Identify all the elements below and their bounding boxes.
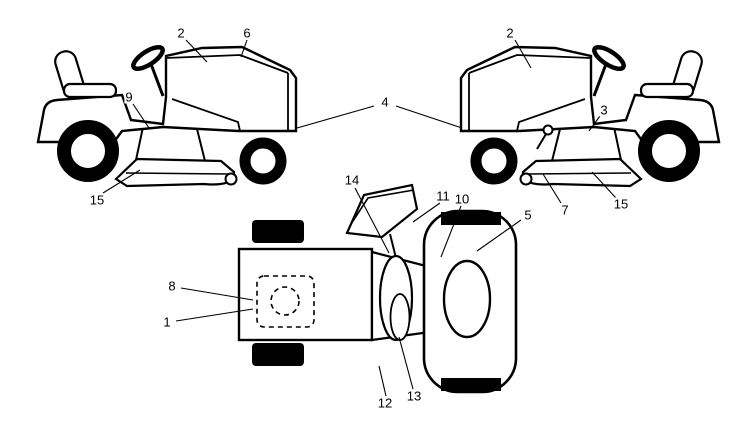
fuel-cap-detail — [542, 124, 554, 136]
callout-top-8: 8 — [167, 278, 177, 294]
callout-left-9: 9 — [124, 89, 134, 105]
front-wheel-bottom — [441, 378, 501, 391]
leader-top-10 — [440, 205, 462, 258]
callout-right-3: 3 — [599, 102, 609, 118]
callout-top-13: 13 — [405, 388, 423, 404]
callout-top-1: 1 — [162, 314, 172, 330]
callout-right-15: 15 — [612, 196, 630, 212]
callout-left-2: 2 — [176, 25, 186, 41]
leader-right-2 — [514, 39, 532, 69]
dash-oval-small — [389, 293, 411, 341]
left-tractor-side-view — [38, 43, 296, 186]
leader-right-3 — [588, 115, 601, 132]
hood-opening-oval — [442, 259, 492, 339]
leader-right-15 — [591, 171, 617, 199]
leader-top-1 — [175, 308, 254, 322]
engine-outline-dashed — [256, 275, 315, 328]
rear-wheel-bottom-left — [252, 343, 304, 366]
leader-top-12 — [378, 365, 387, 397]
callout-left-6: 6 — [242, 25, 252, 41]
callout-top-10: 10 — [453, 191, 471, 207]
steering-wheel-top-inner-line — [350, 189, 415, 225]
callout-left-15: 15 — [88, 192, 106, 208]
steering-wheel-top — [345, 183, 419, 239]
leader-left-15 — [102, 169, 141, 194]
leader-top-14 — [354, 187, 390, 254]
leader-right-7 — [542, 173, 562, 204]
front-wheel-top — [441, 212, 501, 225]
leader-4-to-left-tractor — [296, 105, 375, 129]
callout-top-11: 11 — [435, 188, 451, 204]
callout-leader-lines — [102, 39, 617, 397]
rear-wheel-top-left — [252, 220, 304, 243]
leader-top-11 — [412, 202, 441, 223]
callout-right-2: 2 — [505, 25, 515, 41]
steering-column-top — [389, 233, 397, 259]
leader-top-5 — [476, 219, 522, 252]
callout-top-12: 12 — [376, 395, 394, 411]
leader-4-to-right-tractor — [395, 105, 463, 129]
leader-left-2 — [185, 39, 208, 63]
callout-top-14: 14 — [343, 172, 361, 188]
chassis-top-view — [237, 247, 374, 342]
callout-right-7: 7 — [560, 202, 570, 218]
callout-center-4: 4 — [380, 94, 390, 110]
leader-left-9 — [132, 103, 150, 129]
tractor-top-view — [237, 183, 518, 394]
leader-top-13 — [398, 336, 414, 390]
leader-top-8 — [180, 287, 254, 301]
callout-top-5: 5 — [523, 207, 533, 223]
right-tractor-side-view — [461, 43, 719, 186]
leader-left-6 — [240, 39, 248, 58]
engine-pulley-dashed — [270, 286, 300, 316]
lever-detail — [536, 133, 547, 150]
